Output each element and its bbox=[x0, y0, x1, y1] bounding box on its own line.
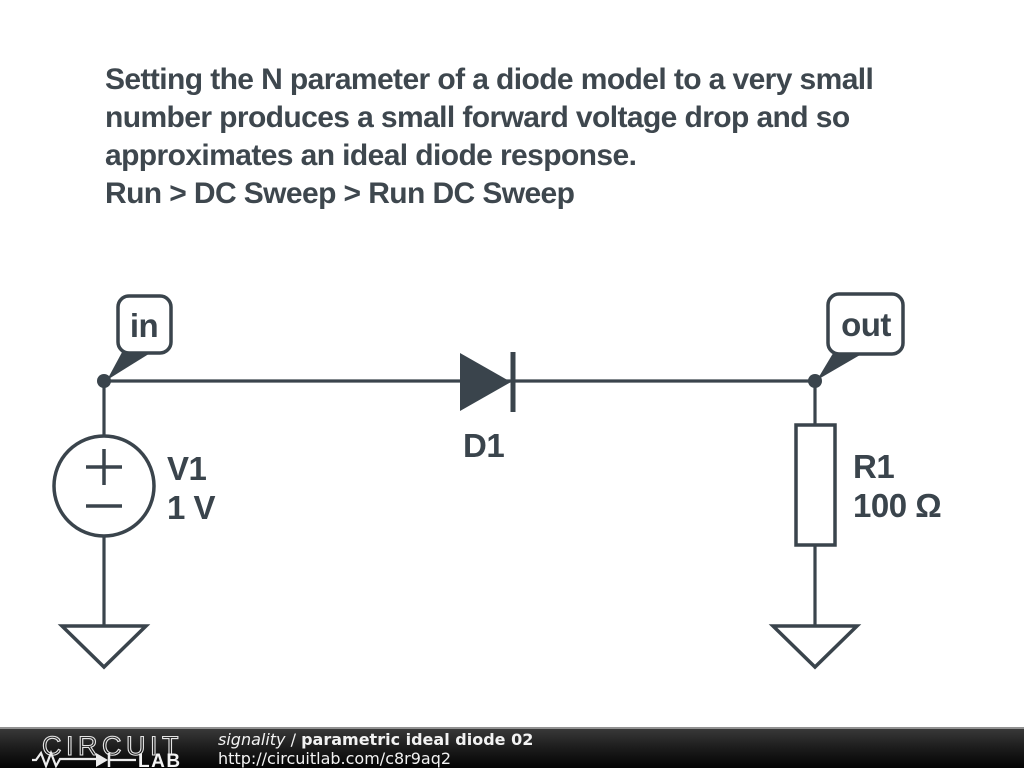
document-url[interactable]: http://circuitlab.com/c8r9aq2 bbox=[218, 749, 452, 768]
logo-diode-icon bbox=[96, 753, 108, 767]
resistor-symbol[interactable] bbox=[794, 423, 837, 547]
diode-symbol[interactable] bbox=[460, 352, 516, 412]
resistor-value-label: 100 Ω bbox=[853, 487, 941, 524]
description-line: Setting the N parameter of a diode model… bbox=[105, 63, 874, 96]
node-label-in-box bbox=[116, 294, 173, 355]
node-label-out-text: out bbox=[841, 306, 891, 343]
logo-lab-text: LAB bbox=[138, 751, 182, 769]
circuitlab-logo: CIRCUIT LAB bbox=[32, 730, 182, 769]
node-label-in[interactable]: in bbox=[107, 294, 173, 380]
voltage-source-body bbox=[52, 434, 156, 538]
author-name: signality bbox=[218, 730, 286, 749]
node-label-out[interactable]: out bbox=[817, 292, 905, 380]
schematic-canvas[interactable]: in out V1 1 V D1 R1 10 bbox=[0, 0, 1024, 700]
description-menu-path: Run > DC Sweep > Run DC Sweep bbox=[105, 177, 575, 210]
description-line: number produces a small forward voltage … bbox=[105, 101, 850, 134]
voltage-source-symbol[interactable] bbox=[52, 434, 156, 538]
node-dot-in bbox=[97, 374, 111, 388]
diode-anode-triangle bbox=[460, 353, 511, 411]
ground-symbol-left[interactable] bbox=[57, 624, 151, 670]
document-title: parametric ideal diode 02 bbox=[301, 730, 534, 749]
node-label-in-text: in bbox=[130, 307, 158, 344]
node-label-out-box bbox=[826, 292, 905, 356]
footer-meta: signality / parametric ideal diode 02 ht… bbox=[218, 730, 533, 768]
description-line: approximates an ideal diode response. bbox=[105, 139, 637, 172]
footer-bar: CIRCUIT LAB signality / parametric ideal… bbox=[0, 727, 1024, 769]
diode-ref-label: D1 bbox=[463, 427, 504, 464]
voltage-source-value-label: 1 V bbox=[167, 489, 216, 526]
footer-title-line: signality / parametric ideal diode 02 bbox=[218, 730, 533, 749]
voltage-source-ref-label: V1 bbox=[167, 450, 207, 487]
logo-resistor-squiggle-icon bbox=[32, 749, 96, 769]
ground-symbol-right[interactable] bbox=[768, 624, 862, 670]
title-separator: / bbox=[285, 730, 302, 749]
resistor-body bbox=[794, 423, 837, 547]
description-text: Setting the N parameter of a diode model… bbox=[105, 61, 874, 213]
resistor-ref-label: R1 bbox=[853, 448, 894, 485]
